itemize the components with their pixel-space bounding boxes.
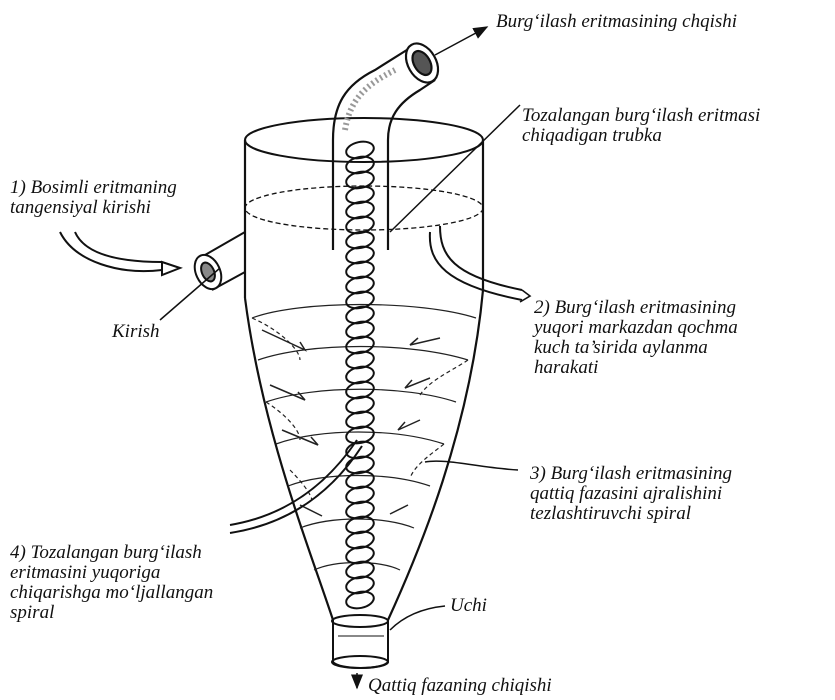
label-upward-spiral: 4) Tozalangan burg‘ilash eritmasini yuqo… (10, 543, 213, 623)
label-line: Kirish (112, 322, 160, 342)
label-line: kuch ta’sirida aylanma (534, 338, 738, 358)
rotation-flow-arrow (430, 226, 530, 302)
label-line: yuqori markazdan qochma (534, 318, 738, 338)
label-line: qattiq fazasini ajralishini (530, 484, 732, 504)
label-line: Uchi (450, 596, 487, 616)
label-line: chiqarishga mo‘ljallangan (10, 583, 213, 603)
cyclone-body (245, 118, 483, 620)
label-line: spiral (10, 603, 213, 623)
label-pressurized-inlet: 1) Bosimli eritmaning tangensiyal kirish… (10, 178, 177, 218)
label-cleaned-tube: Tozalangan burg‘ilash eritmasi chiqadiga… (522, 106, 760, 146)
cone-left-wall (245, 298, 333, 620)
label-rotation: 2) Burg‘ilash eritmasining yuqori markaz… (534, 298, 738, 378)
top-rim (245, 118, 483, 162)
label-solid-spiral: 3) Burg‘ilash eritmasining qattiq fazasi… (530, 464, 732, 524)
label-line: eritmasini yuqoriga (10, 563, 213, 583)
label-inlet: Kirish (112, 322, 160, 342)
label-tip: Uchi (450, 596, 487, 616)
label-line: Qattiq fazaning chiqishi (368, 676, 552, 696)
label-line: 2) Burg‘ilash eritmasining (534, 298, 738, 318)
label-line: harakati (534, 358, 738, 378)
label-line: tezlashtiruvchi spiral (530, 504, 732, 524)
cleaned-outlet-tube (333, 38, 445, 250)
tip-nozzle (332, 615, 388, 668)
swirl-flow-lines (252, 305, 476, 571)
label-line: Burg‘ilash eritmasining chqishi (496, 12, 737, 32)
label-line: Tozalangan burg‘ilash eritmasi (522, 106, 760, 126)
label-line: tangensiyal kirishi (10, 198, 177, 218)
inlet-pipe (190, 232, 245, 293)
leader-lines (160, 27, 520, 688)
central-spiral-coil (345, 139, 376, 610)
label-top-outlet: Burg‘ilash eritmasining chqishi (496, 12, 737, 32)
tangential-inflow-arrow (60, 232, 180, 275)
label-solid-outlet: Qattiq fazaning chiqishi (368, 676, 552, 696)
label-line: chiqadigan trubka (522, 126, 760, 146)
label-line: 1) Bosimli eritmaning (10, 178, 177, 198)
label-line: 4) Tozalangan burg‘ilash (10, 543, 213, 563)
label-line: 3) Burg‘ilash eritmasining (530, 464, 732, 484)
upper-rim-ellipse (245, 186, 483, 230)
